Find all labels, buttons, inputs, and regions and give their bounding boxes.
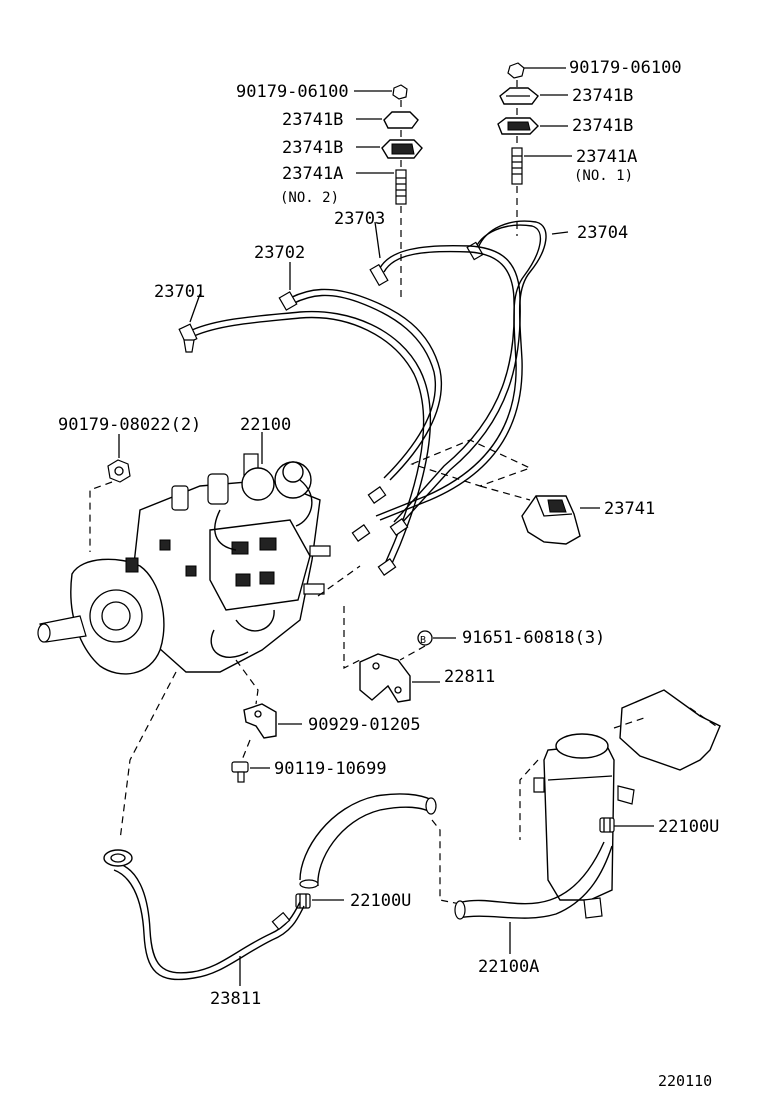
label-23741b-no2-lower: 23741B [282, 138, 343, 158]
figure-code: 220110 [658, 1072, 712, 1090]
clamp-23741b-lower-no2 [381, 139, 423, 159]
circle-b-text: B [420, 635, 426, 646]
label-22100u-hose: 22100U [350, 891, 411, 911]
label-no2: (NO. 2) [280, 190, 339, 206]
label-22100: 22100 [240, 415, 291, 435]
bolt-23741a-no2 [395, 169, 407, 205]
bolt-23741a-no1 [511, 147, 523, 185]
clamp-23741b-lower-no1 [497, 117, 539, 135]
bolt-circle-b-marker: B [417, 630, 433, 646]
injection-pump-22100 [37, 453, 331, 675]
label-23741b-no1-upper: 23741B [572, 86, 633, 106]
label-23741a-no1: 23741A [576, 147, 637, 167]
label-90179-06100-no2: 90179-06100 [236, 82, 349, 102]
fuel-hose-22100a [454, 841, 613, 920]
label-no1: (NO. 1) [574, 168, 633, 184]
label-23741b-no1-lower: 23741B [572, 116, 633, 136]
label-23811: 23811 [210, 989, 261, 1009]
clip-22100u-filter [599, 817, 615, 833]
pump-nut-90179-08022 [107, 459, 131, 483]
nut-90179-06100-no2 [392, 84, 408, 100]
label-90179-06100-no1: 90179-06100 [569, 58, 682, 78]
label-23704: 23704 [577, 223, 628, 243]
fuel-filter-housing [533, 733, 635, 919]
label-90929-01205: 90929-01205 [308, 715, 421, 735]
label-23741b-no2-upper: 23741B [282, 110, 343, 130]
clamp-23741 [521, 495, 581, 545]
filter-mount-bracket [613, 689, 721, 771]
clamp-23741b-upper-no1 [499, 87, 539, 105]
label-22100a: 22100A [478, 957, 539, 977]
label-22100u-filter: 22100U [658, 817, 719, 837]
label-23702: 23702 [254, 243, 305, 263]
clamp-23741b-upper-no2 [383, 111, 419, 129]
fuel-pipe-23811 [103, 849, 305, 981]
label-22811: 22811 [444, 667, 495, 687]
label-23741a-no2: 23741A [282, 164, 343, 184]
injection-pipe-23702 [278, 288, 442, 481]
label-23741: 23741 [604, 499, 655, 519]
bracket-22811 [359, 653, 411, 703]
fuel-hose-upper [299, 793, 437, 889]
bolt-90119-10699 [231, 761, 249, 783]
injection-pipe-23704 [375, 220, 547, 521]
nut-90179-06100-no1 [507, 62, 525, 79]
label-90119-10699: 90119-10699 [274, 759, 387, 779]
label-23703: 23703 [334, 209, 385, 229]
label-23701: 23701 [154, 282, 205, 302]
label-90179-08022: 90179-08022(2) [58, 415, 201, 435]
injection-pipe-23703 [369, 244, 521, 526]
bracket-90929-01205 [243, 703, 277, 739]
label-91651-60818: 91651-60818(3) [462, 628, 605, 648]
